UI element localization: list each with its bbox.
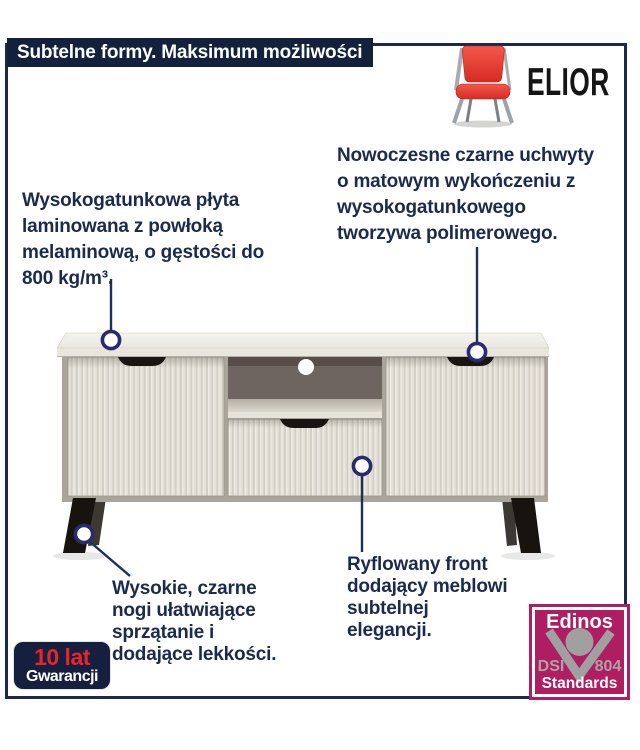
callout-markers [73, 329, 488, 545]
title-banner: Subtelne formy. Maksimum możliwości [7, 38, 374, 67]
annotation-handles: Nowoczesne czarne uchwyty o matowym wyko… [337, 145, 594, 244]
cabinet-top-edge [57, 348, 549, 356]
annotation-board: Wysokogatunkowa płyta laminowana z powło… [22, 190, 265, 289]
annotation-front: Ryflowany front dodający meblowi subteln… [347, 554, 508, 641]
cabinet-top-surface [56, 332, 550, 349]
warranty-badge: 10 lat Gwarancji [14, 642, 110, 689]
warranty-years: 10 lat [34, 644, 90, 670]
floor-shadow [501, 552, 555, 560]
red-chair-icon [452, 45, 514, 128]
callout-lines [88, 247, 479, 577]
v-check-icon [545, 628, 615, 684]
standards-badge-logo: Edinos DSI 804 Standards [538, 611, 622, 692]
left-door-handle [118, 357, 166, 366]
standards-badge: Edinos DSI 804 Standards [529, 604, 630, 700]
annotation-legs: Wysokie, czarne nogi ułatwiające sprząta… [112, 578, 277, 665]
callout-marker-board [100, 329, 122, 351]
cable-hole [298, 359, 314, 375]
cabinet-front-right-leg [511, 498, 541, 553]
open-shelf-surface [228, 399, 382, 412]
standards-brand-text: Edinos [546, 611, 613, 633]
callout-marker-handles [466, 341, 488, 363]
drawer-handle [280, 419, 329, 428]
standards-label-text: Standards [542, 675, 618, 692]
floor-shadow [53, 552, 107, 560]
callout-marker-front [351, 455, 373, 477]
standards-804-text: 804 [595, 658, 622, 675]
warranty-label: Gwarancji [26, 668, 98, 685]
open-shelf-lip [228, 412, 382, 418]
cabinet-right-door [385, 356, 546, 497]
cabinet-left-door [67, 356, 225, 497]
callout-marker-legs [73, 523, 95, 545]
brand-wordmark: ELIOR [527, 59, 610, 104]
standards-dsi-text: DSI [538, 658, 565, 675]
banner-text: Subtelne formy. Maksimum możliwości [17, 41, 363, 63]
dot-icon [565, 628, 594, 656]
callout-line-legs [88, 540, 131, 577]
